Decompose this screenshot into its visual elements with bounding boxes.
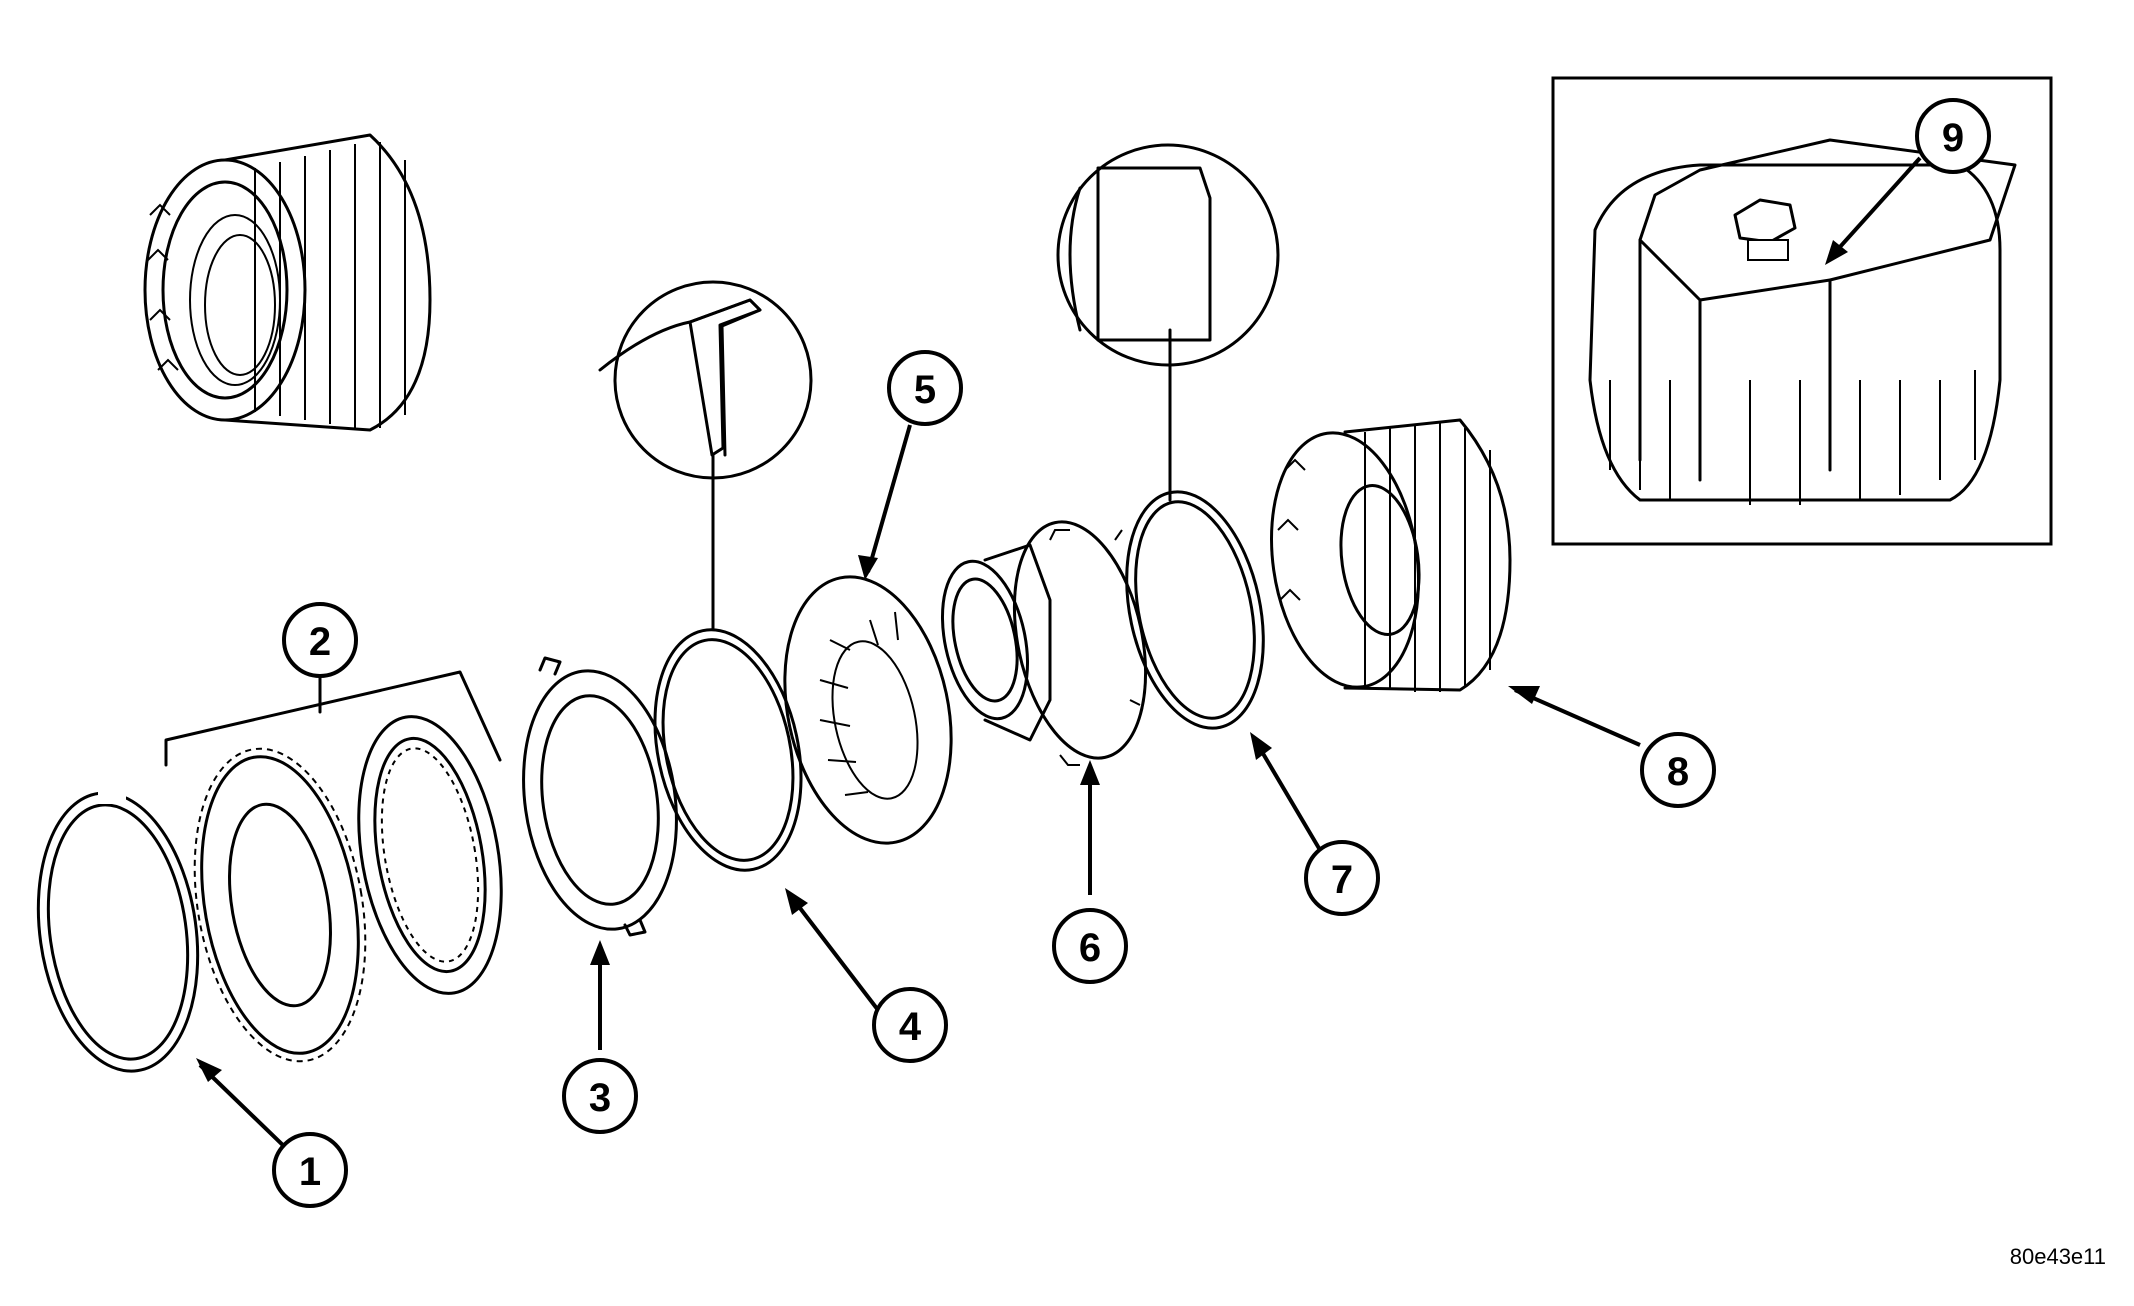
callout-label-3: 3: [589, 1076, 611, 1120]
arrowhead-7: [1250, 732, 1272, 760]
arrowhead-8: [1508, 686, 1540, 704]
callout-label-5: 5: [914, 368, 936, 412]
callout-label-6: 6: [1079, 926, 1101, 970]
arrowhead-1: [196, 1058, 222, 1082]
callout-label-1: 1: [299, 1150, 321, 1194]
callout-label-2: 2: [309, 620, 331, 664]
callout-3: 3: [562, 1058, 638, 1134]
callout-1: 1: [272, 1132, 348, 1208]
callout-7: 7: [1304, 840, 1380, 916]
belleville-spring-part-5: [783, 575, 953, 845]
callout-label-9: 9: [1942, 116, 1964, 160]
snap-ring-part-4: [598, 280, 813, 872]
arrowhead-3: [590, 940, 610, 965]
arrowhead-9: [1825, 240, 1848, 265]
callout-9: 9: [1915, 98, 1991, 174]
figure-id-label: 80e43e11: [2009, 1244, 2106, 1269]
clutch-drum-reference: [143, 133, 432, 432]
leader-lines: [196, 156, 1922, 1154]
clutch-plates-part-2: [164, 663, 503, 1063]
callout-4: 4: [872, 987, 948, 1063]
arrowhead-5: [858, 555, 878, 580]
callout-8: 8: [1640, 732, 1716, 808]
arrowhead-6: [1080, 760, 1100, 785]
callout-5: 5: [887, 350, 963, 426]
callout-6: 6: [1052, 908, 1128, 984]
inset-panel-part-9: [1551, 76, 2053, 546]
snap-ring-part-1: [36, 788, 200, 1073]
callout-2: 2: [282, 602, 358, 678]
arrowhead-4: [785, 888, 808, 915]
callout-label-8: 8: [1667, 750, 1689, 794]
clutch-drum-part-8: [1270, 418, 1512, 692]
seal-ring-part-7: [1056, 143, 1280, 730]
callout-label-4: 4: [899, 1005, 922, 1049]
callout-label-7: 7: [1331, 858, 1353, 902]
